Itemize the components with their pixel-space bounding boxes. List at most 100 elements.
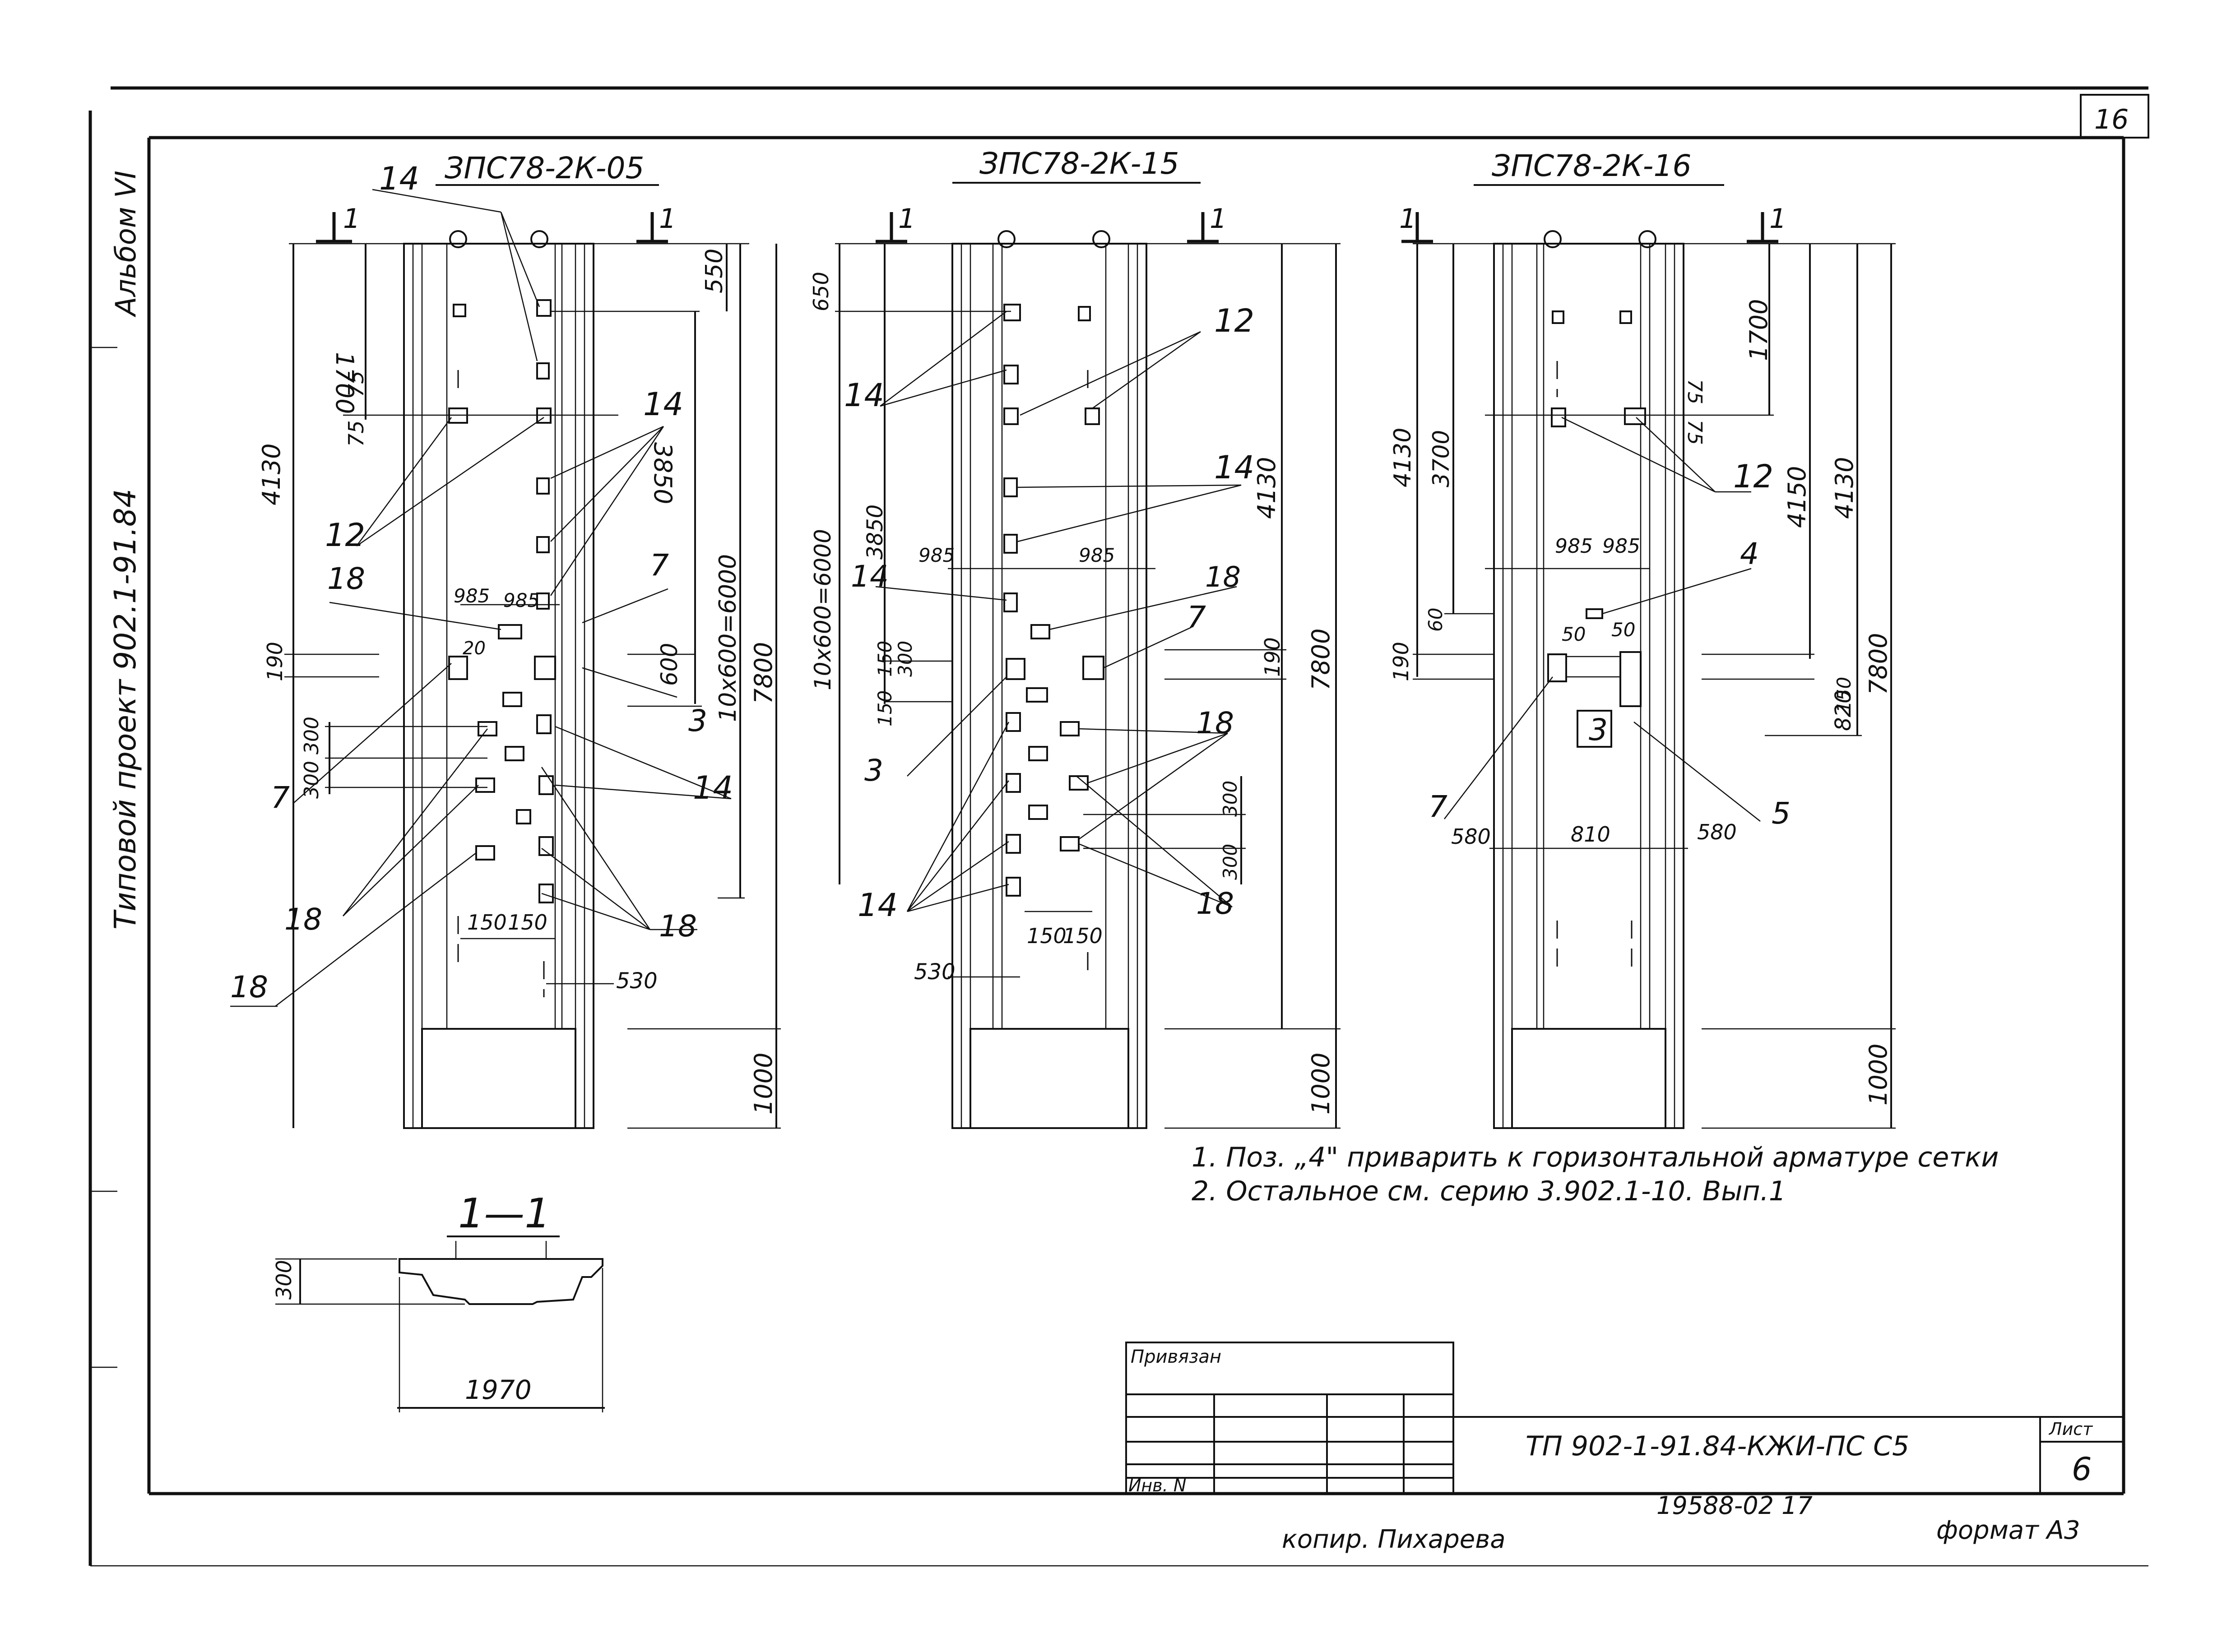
- p2-dim-3850: 3850: [863, 504, 888, 560]
- p3-callout-7: 7: [1429, 789, 1447, 824]
- p3-dim-4130b: 4130: [1830, 457, 1859, 519]
- note-1: 1. Поз. „4" приварить к горизонтальной а…: [1192, 1142, 1999, 1173]
- p2-callout-14c: 14: [851, 559, 889, 594]
- p2-dim-300b: 300: [1219, 844, 1241, 880]
- p2-dim-530: 530: [914, 959, 956, 985]
- panel-05-section-right: 1: [659, 203, 676, 235]
- p1-callout-7b: 7: [271, 780, 290, 815]
- panel-05-section-left: 1: [343, 203, 360, 235]
- p1-callout-12: 12: [325, 517, 365, 554]
- project-label: Типовой проект 902.1-91.84: [108, 489, 143, 930]
- panel-15-section-left: 1: [898, 203, 915, 235]
- p2-callout-7: 7: [1187, 600, 1206, 634]
- p2-dim-150b: 150: [874, 690, 896, 727]
- panel-16: ЗПС78-2К-16 1 1: [1389, 148, 1896, 1129]
- p2-dim-300a: 300: [1219, 781, 1241, 817]
- p3-dim-50a: 50: [1562, 623, 1586, 645]
- copied-by: копир. Пихарева: [1282, 1525, 1506, 1554]
- archive-number: 19588-02 17: [1656, 1491, 1813, 1520]
- p1-dim-985a: 985: [454, 585, 490, 607]
- doc-code: ТП 902-1-91.84-КЖИ-ПС С5: [1526, 1430, 1909, 1462]
- p1-dim-4130: 4130: [257, 444, 286, 505]
- p1-callout-18b: 18: [284, 902, 322, 937]
- album-label: Альбом VI: [109, 171, 142, 318]
- p1-dim-985b: 985: [503, 589, 539, 611]
- p1-callout-14a: 14: [379, 160, 419, 197]
- p1-dim-1000: 1000: [749, 1053, 778, 1115]
- p3-callout-4: 4: [1740, 537, 1759, 571]
- p2-dim-6000: 10x600=6000: [810, 529, 836, 690]
- p3-dim-985b: 985: [1602, 535, 1640, 558]
- section-height-dim: 300: [272, 1260, 296, 1300]
- p2-callout-3: 3: [864, 753, 883, 788]
- p2-dim-150c: 150: [1027, 924, 1067, 948]
- panel-15: ЗПС78-2К-15: [809, 146, 1341, 1129]
- p3-dim-985a: 985: [1555, 535, 1593, 558]
- p2-dim-1000: 1000: [1307, 1053, 1335, 1115]
- p1-dim-530: 530: [616, 968, 658, 994]
- p3-dim-60: 60: [1424, 608, 1447, 632]
- p3-dim-3700: 3700: [1428, 430, 1454, 487]
- format-label: формат А3: [1936, 1516, 2080, 1545]
- inv-no-label: Инв. N: [1128, 1476, 1186, 1495]
- p2-callout-18b: 18: [1196, 706, 1234, 740]
- p2-dim-300: 300: [894, 641, 916, 677]
- p2-dim-150a: 150: [874, 641, 896, 677]
- p1-dim-1700: 1700: [330, 352, 359, 414]
- p2-dim-150d: 150: [1063, 924, 1103, 948]
- p1-callout-18d: 18: [230, 970, 268, 1004]
- p2-callout-14d: 14: [858, 887, 898, 924]
- p1-dim-550: 550: [701, 249, 728, 293]
- section-title: 1—1: [458, 1190, 551, 1237]
- p2-dim-4130: 4130: [1252, 457, 1281, 519]
- p3-dim-810: 810: [1571, 822, 1610, 847]
- p1-callout-18a: 18: [327, 561, 365, 596]
- p1-callout-7a: 7: [650, 548, 669, 583]
- p2-callout-12: 12: [1214, 302, 1254, 339]
- p1-dim-150b: 150: [508, 910, 547, 935]
- p2-callout-14b: 14: [1214, 449, 1254, 486]
- p2-callout-18c: 18: [1196, 886, 1234, 921]
- p2-dim-650: 650: [809, 272, 833, 311]
- p3-dim-7800: 7800: [1864, 633, 1893, 695]
- p1-dim-7800: 7800: [749, 642, 778, 704]
- sheet-label: Лист: [2048, 1419, 2093, 1439]
- panel-15-section-right: 1: [1210, 203, 1227, 235]
- panel-16-title: ЗПС78-2К-16: [1492, 148, 1691, 183]
- p1-dim-600: 600: [656, 643, 682, 686]
- p1-dim-75b: 75: [344, 420, 368, 447]
- privyazan-label: Привязан: [1131, 1347, 1221, 1367]
- p1-dim-75a: 75: [344, 370, 368, 397]
- p1-callout-14b: 14: [643, 386, 683, 423]
- panel-16-section-right: 1: [1769, 203, 1786, 235]
- panel-05: ЗПС78-2К-05: [230, 151, 781, 1129]
- p1-dim-150a: 150: [467, 910, 507, 935]
- p3-dim-75b: 75: [1683, 420, 1706, 445]
- note-2: 2. Остальное см. серию 3.902.1-10. Вып.1: [1192, 1175, 1786, 1207]
- p3-dim-4130a: 4130: [1389, 428, 1416, 487]
- panel-15-title: ЗПС78-2К-15: [979, 146, 1179, 181]
- p3-callout-12: 12: [1733, 458, 1773, 495]
- panel-05-title: ЗПС78-2К-05: [445, 151, 644, 185]
- p3-callout-5: 5: [1772, 796, 1791, 831]
- p1-callout-18c: 18: [659, 909, 697, 944]
- p1-dim-6000: 10x600=6000: [714, 554, 742, 722]
- p2-callout-14a: 14: [844, 377, 884, 414]
- p1-callout-14c: 14: [693, 769, 733, 806]
- p2-dim-7800: 7800: [1307, 629, 1335, 690]
- title-block: Привязан Инв. N ТП 902-1-91.84-КЖИ-ПС С5…: [1125, 1342, 2124, 1495]
- section-width-dim: 1970: [465, 1374, 532, 1405]
- sheet-value: 6: [2072, 1451, 2092, 1488]
- p3-dim-1000: 1000: [1864, 1044, 1893, 1106]
- p3-dim-1700: 1700: [1744, 299, 1773, 361]
- p1-dim-300300: 300 300: [300, 717, 323, 799]
- p1-dim-3850: 3850: [649, 442, 677, 504]
- p3-dim-150: 150: [1833, 677, 1855, 713]
- p2-callout-18a: 18: [1205, 560, 1241, 593]
- p1-dim-190: 190: [263, 642, 287, 681]
- p2-dim-985a: 985: [918, 544, 955, 566]
- sheet-number: 16: [2094, 104, 2129, 135]
- p1-dim-20: 20: [463, 638, 486, 659]
- p3-dim-580a: 580: [1451, 824, 1491, 849]
